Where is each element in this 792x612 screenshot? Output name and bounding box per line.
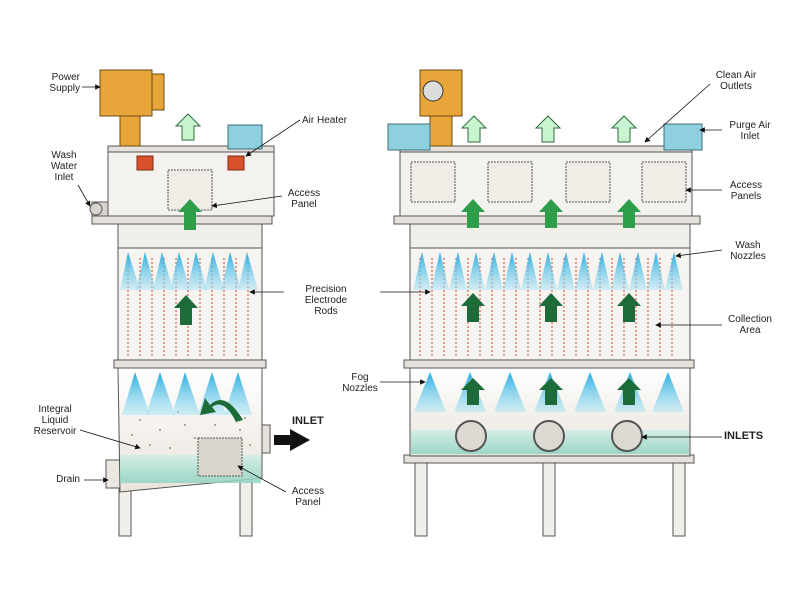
- label-access-panel-left-top: Access Panel: [287, 188, 321, 210]
- left-wash-sprays: [120, 252, 258, 290]
- left-flow-arrow-top: [178, 199, 202, 230]
- wash-spray: [449, 252, 467, 290]
- right-legs: [414, 459, 686, 537]
- right-outlet-arrows: [460, 115, 638, 143]
- right-inlet-ports: [455, 420, 643, 452]
- wash-spray: [593, 252, 611, 290]
- wash-spray: [503, 252, 521, 290]
- leader-lines: [77, 83, 723, 493]
- left-outlet-arrow: [174, 113, 202, 141]
- wash-spray: [431, 252, 449, 290]
- right-wash-sprays: [413, 252, 683, 290]
- right-purge-box-left: [387, 123, 431, 151]
- right-collection-arrows: [461, 293, 641, 322]
- wash-spray: [413, 252, 431, 290]
- label-integral-liquid-reservoir: Integral Liquid Reservoir: [33, 404, 77, 437]
- label-wash-water-inlet: Wash Water Inlet: [50, 150, 78, 183]
- label-drain: Drain: [56, 474, 80, 485]
- left-flow-arrow-mid: [174, 295, 198, 325]
- inlet-arrow: [274, 429, 310, 451]
- right-top-lid: [399, 145, 693, 153]
- wash-spray: [629, 252, 647, 290]
- left-upper-flange: [91, 215, 273, 225]
- wash-spray: [557, 252, 575, 290]
- wash-spray: [467, 252, 485, 290]
- left-lower-flange: [113, 359, 267, 369]
- wash-spray: [647, 252, 665, 290]
- wash-water-inlet-pipe: [89, 201, 109, 217]
- right-access-panels: [410, 161, 687, 203]
- right-fog-arrows: [461, 378, 641, 405]
- label-access-panels: Access Panels: [729, 180, 763, 202]
- right-head-arrows: [461, 199, 641, 228]
- left-purge-box: [227, 124, 263, 150]
- power-supply-box: [99, 69, 165, 147]
- purge-air-inlet-box: [663, 123, 703, 151]
- label-wash-nozzles: Wash Nozzles: [730, 240, 766, 262]
- label-air-heater: Air Heater: [302, 115, 348, 126]
- wash-spray: [539, 252, 557, 290]
- right-unit: [387, 69, 703, 537]
- label-purge-air-inlet: Purge Air Inlet: [729, 120, 771, 142]
- left-top-lid: [107, 145, 275, 153]
- wash-spray: [485, 252, 503, 290]
- label-inlet: INLET: [292, 415, 324, 427]
- heater-icon: [136, 155, 245, 171]
- right-lower-flange: [403, 359, 695, 369]
- wash-spray: [521, 252, 539, 290]
- label-precision-electrode-rods: Precision Electrode Rods: [304, 284, 348, 317]
- right-power-supply: [419, 69, 463, 147]
- left-curved-flow-arrow: [200, 398, 243, 422]
- label-clean-air-outlets: Clean Air Outlets: [715, 70, 757, 92]
- left-unit: [89, 69, 310, 537]
- label-access-panel-left-bottom: Access Panel: [291, 486, 325, 508]
- label-power-supply: Power Supply: [49, 72, 80, 94]
- label-fog-nozzles: Fog Nozzles: [342, 372, 378, 394]
- wash-spray: [611, 252, 629, 290]
- wash-spray: [575, 252, 593, 290]
- left-inlet-flange: [261, 424, 271, 454]
- label-collection-area: Collection Area: [728, 314, 772, 336]
- left-access-panel-bottom: [197, 437, 243, 477]
- wash-spray: [665, 252, 683, 290]
- label-inlets: INLETS: [724, 430, 764, 442]
